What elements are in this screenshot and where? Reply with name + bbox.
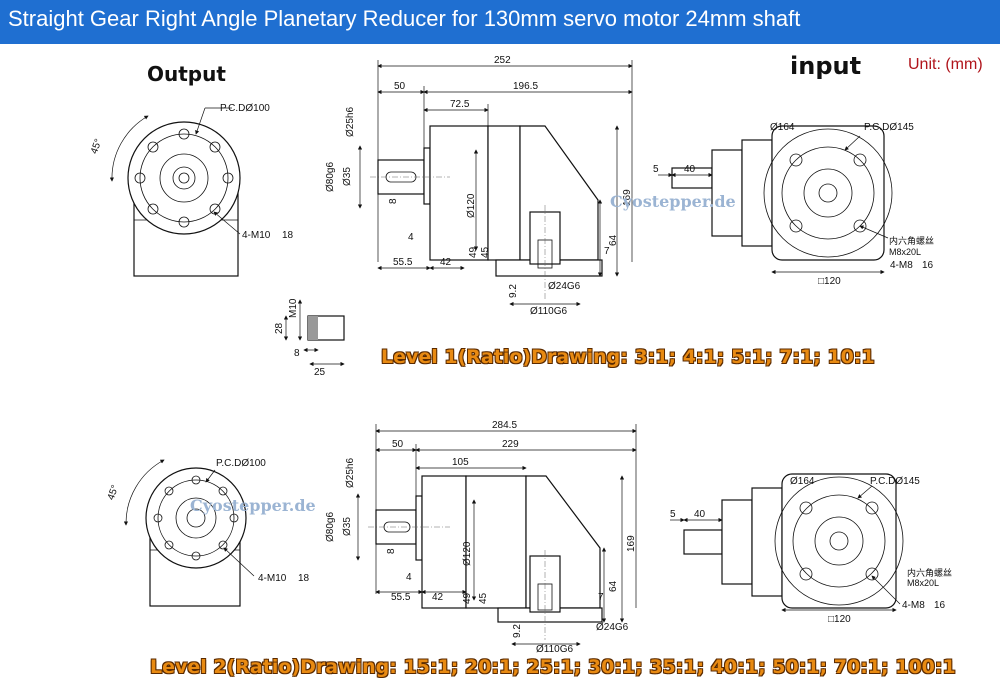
tap-8: 8 xyxy=(294,348,300,359)
d2-d40: 40 xyxy=(694,509,706,520)
d1-d64: 64 xyxy=(608,234,619,246)
d1-bolts-output-depth: 18 xyxy=(282,230,294,241)
d2-body-len: 229 xyxy=(502,439,519,450)
d1-d110: Ø110G6 xyxy=(530,306,567,317)
level2-label: Level 2(Ratio)Drawing: 15:1; 20:1; 25:1;… xyxy=(150,656,956,678)
d2-pcd-input: P.C.DØ145 xyxy=(870,476,920,487)
output-view-1 xyxy=(109,107,241,277)
d2-d35: Ø35 xyxy=(342,517,353,536)
d2-d42: 42 xyxy=(432,592,444,603)
d1-angle: 45° xyxy=(89,137,105,155)
d2-d64: 64 xyxy=(608,580,619,592)
d2-d24: Ø24G6 xyxy=(596,622,629,633)
d2-d110: Ø110G6 xyxy=(536,644,573,655)
output-label: Output xyxy=(147,62,226,86)
d1-flange-len: 72.5 xyxy=(450,99,470,110)
d1-key: 8 xyxy=(388,198,399,204)
drawing2 xyxy=(123,424,904,647)
d2-shaft-len: 50 xyxy=(392,439,404,450)
d1-d35: Ø35 xyxy=(342,167,353,186)
d2-d7: 7 xyxy=(598,592,604,603)
tap-detail xyxy=(283,299,345,367)
d1-d49: 49 xyxy=(468,246,479,258)
d2-bolts-output: 4-M10 xyxy=(258,573,287,584)
d2-d49: 49 xyxy=(462,592,473,604)
d1-d120: Ø120 xyxy=(466,193,477,218)
d1-d45: 45 xyxy=(480,246,491,258)
d2-d4: 4 xyxy=(406,572,412,583)
technical-drawing: P.C.DØ100 45° 4-M10 18 252 50 196.5 72.5… xyxy=(89,55,952,655)
level1-label: Level 1(Ratio)Drawing: 3:1; 4:1; 5:1; 7:… xyxy=(381,346,875,368)
output-view-2 xyxy=(123,459,255,607)
unit-label: Unit: (mm) xyxy=(908,56,983,73)
d1-d4: 4 xyxy=(408,232,414,243)
d1-d92: 9.2 xyxy=(508,284,519,298)
d2-key: 8 xyxy=(386,548,397,554)
watermark-1: Cyostepper.de xyxy=(610,192,736,211)
side-view-1 xyxy=(357,60,633,307)
d1-h169: 169 xyxy=(622,189,633,206)
d1-d80: Ø80g6 xyxy=(325,162,336,192)
d2-sq120: □120 xyxy=(828,614,851,625)
d2-d120: Ø120 xyxy=(462,541,473,566)
d1-sq120: □120 xyxy=(818,276,841,287)
d1-socket-cn: 内六角螺丝 xyxy=(889,235,934,246)
title-banner: Straight Gear Right Angle Planetary Redu… xyxy=(0,0,1000,44)
tap-28: 28 xyxy=(274,322,285,334)
d2-socket-cn: 内六角螺丝 xyxy=(907,567,952,578)
d1-d42: 42 xyxy=(440,257,452,268)
watermark-2: Cyostepper.de xyxy=(190,496,316,515)
drawing-canvas: Output input Unit: (mm) xyxy=(0,44,1000,700)
d1-d5: 5 xyxy=(653,164,659,175)
d2-socket-spec: M8x20L xyxy=(907,578,939,588)
d1-total-length: 252 xyxy=(494,55,511,66)
d2-d45: 45 xyxy=(478,592,489,604)
tap-25: 25 xyxy=(314,367,326,378)
input-label: input xyxy=(790,52,862,80)
d2-d5: 5 xyxy=(670,509,676,520)
d1-d25: Ø25h6 xyxy=(345,107,356,137)
d2-d92: 9.2 xyxy=(512,624,523,638)
d1-bolts-output: 4-M10 xyxy=(242,230,271,241)
input-view-1 xyxy=(658,125,893,275)
d1-d55: 55.5 xyxy=(393,257,413,268)
d2-flange-len: 105 xyxy=(452,457,469,468)
d2-pcd-output: P.C.DØ100 xyxy=(216,458,266,469)
tap-m10: M10 xyxy=(288,298,299,318)
d2-h169: 169 xyxy=(626,535,637,552)
d1-socket-spec: M8x20L xyxy=(889,247,921,257)
page-title: Straight Gear Right Angle Planetary Redu… xyxy=(8,6,801,31)
d2-d80: Ø80g6 xyxy=(325,512,336,542)
input-view-2 xyxy=(670,473,904,613)
d1-d164: Ø164 xyxy=(770,122,795,133)
d2-d164: Ø164 xyxy=(790,476,815,487)
d1-d7: 7 xyxy=(604,246,610,257)
d1-bolts-input-depth: 16 xyxy=(922,260,934,271)
side-view-2 xyxy=(355,424,637,647)
d1-body-len: 196.5 xyxy=(513,81,538,92)
d2-bolts-output-depth: 18 xyxy=(298,573,310,584)
d2-bolts-input: 4-M8 xyxy=(902,600,925,611)
d2-total-length: 284.5 xyxy=(492,420,517,431)
d1-bolts-input: 4-M8 xyxy=(890,260,913,271)
d1-shaft-len: 50 xyxy=(394,81,406,92)
drawing1 xyxy=(109,60,893,367)
d2-angle: 45° xyxy=(106,484,122,502)
d1-pcd-output: P.C.DØ100 xyxy=(220,103,270,114)
d1-d40: 40 xyxy=(684,164,696,175)
d1-pcd-input: P.C.DØ145 xyxy=(864,122,914,133)
d2-bolts-input-depth: 16 xyxy=(934,600,946,611)
d2-d55: 55.5 xyxy=(391,592,411,603)
d1-d24: Ø24G6 xyxy=(548,281,581,292)
d2-d25: Ø25h6 xyxy=(345,458,356,488)
